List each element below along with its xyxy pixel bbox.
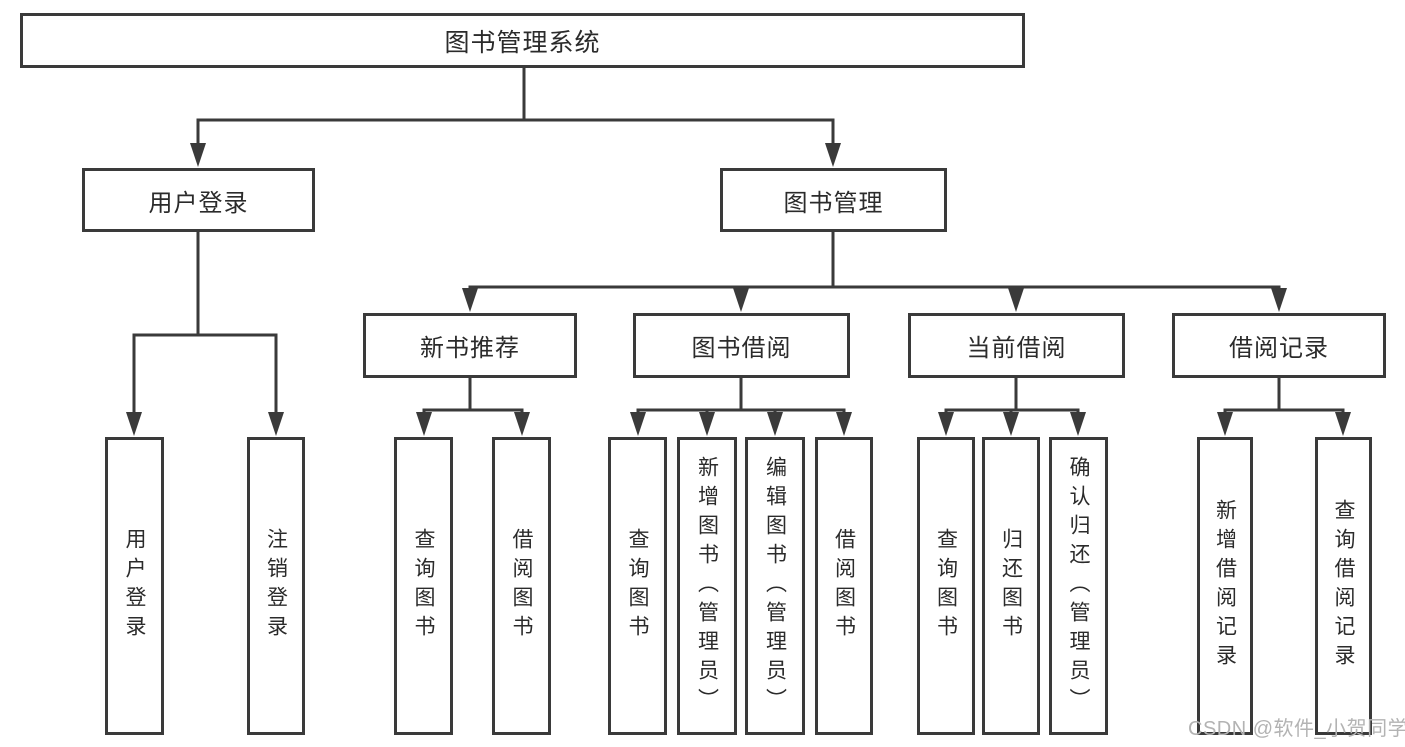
- node-current-borrowing: 当前借阅: [908, 313, 1125, 378]
- leaf-label: 查询图书: [626, 528, 649, 644]
- leaf-label: 查询借阅记录: [1332, 499, 1355, 673]
- leaf-label: 查询图书: [412, 528, 435, 644]
- leaf-query-book-2: 查询图书: [608, 437, 667, 735]
- leaf-confirm-return-admin: 确认归还（管理员）: [1049, 437, 1108, 735]
- node-label: 图书管理: [783, 189, 884, 217]
- leaf-return-book: 归还图书: [982, 437, 1040, 735]
- leaf-query-borrow-record: 查询借阅记录: [1315, 437, 1372, 735]
- leaf-label: 归还图书: [999, 528, 1023, 644]
- node-label: 新书推荐: [420, 335, 520, 362]
- node-new-book-recommendation: 新书推荐: [363, 313, 577, 378]
- leaf-borrow-book-2: 借阅图书: [815, 437, 873, 735]
- leaf-label: 注销登录: [264, 528, 288, 644]
- node-user-login: 用户登录: [82, 168, 315, 232]
- leaf-label: 查询图书: [934, 528, 958, 644]
- leaf-add-borrow-record: 新增借阅记录: [1197, 437, 1253, 735]
- leaf-label: 确认归还（管理员）: [1067, 455, 1090, 717]
- leaf-edit-book-admin: 编辑图书（管理员）: [745, 437, 805, 735]
- node-label: 用户登录: [148, 189, 249, 217]
- leaf-label: 借阅图书: [510, 528, 533, 644]
- node-label: 图书管理系统: [444, 28, 601, 57]
- leaf-query-book-3: 查询图书: [917, 437, 975, 735]
- node-label: 借阅记录: [1229, 335, 1329, 362]
- leaf-add-book-admin: 新增图书（管理员）: [677, 437, 737, 735]
- leaf-label: 借阅图书: [832, 528, 856, 644]
- leaf-logout: 注销登录: [247, 437, 305, 735]
- csdn-watermark: CSDN @软件_小贺同学: [1188, 718, 1405, 740]
- node-book-borrowing: 图书借阅: [633, 313, 850, 378]
- arrowheads: [126, 143, 1351, 436]
- leaf-label: 新增图书（管理员）: [695, 455, 719, 717]
- leaf-label: 用户登录: [123, 528, 146, 644]
- leaf-user-login: 用户登录: [105, 437, 164, 735]
- node-label: 图书借阅: [691, 335, 792, 362]
- node-borrowing-records: 借阅记录: [1172, 313, 1386, 378]
- leaf-label: 编辑图书（管理员）: [763, 455, 787, 717]
- node-book-management: 图书管理: [720, 168, 947, 232]
- leaf-borrow-book-1: 借阅图书: [492, 437, 551, 735]
- node-label: 当前借阅: [966, 335, 1067, 362]
- leaf-query-book-1: 查询图书: [394, 437, 453, 735]
- node-library-management-system: 图书管理系统: [20, 13, 1025, 68]
- leaf-label: 新增借阅记录: [1213, 499, 1237, 673]
